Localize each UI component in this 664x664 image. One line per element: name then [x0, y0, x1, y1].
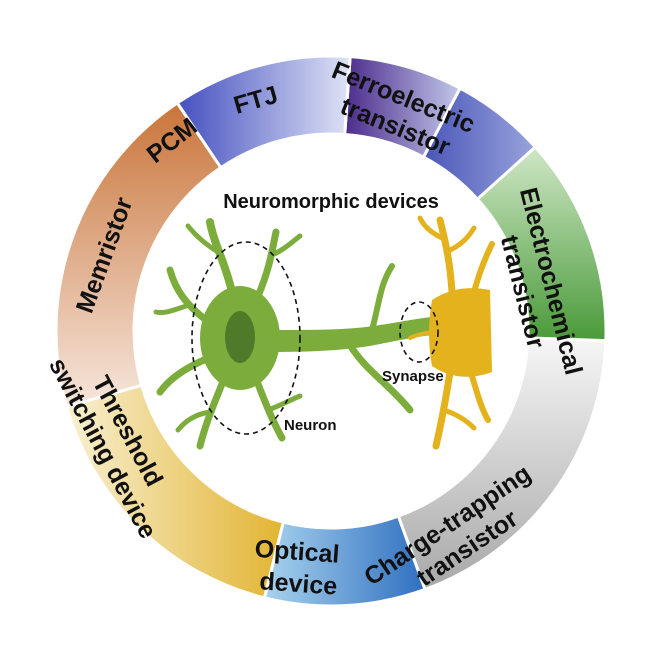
neuron-illustration [153, 218, 442, 450]
axon [268, 316, 442, 352]
axon-branch [369, 263, 395, 333]
dendrite [441, 407, 477, 431]
postsynaptic-body [429, 288, 492, 377]
dendrite [153, 303, 189, 315]
axon-branch [346, 341, 414, 414]
segment-ftj [343, 55, 463, 160]
segment-memristor [475, 144, 608, 343]
label-optical-device: Optical device [252, 535, 348, 601]
segment-ferroelectric-transistor [175, 54, 352, 170]
dendrite [254, 228, 280, 300]
postsynaptic-dendrites [408, 215, 495, 450]
segment-threshold-switching-device [396, 336, 608, 592]
dendrite [185, 223, 221, 255]
dendrite [156, 356, 208, 396]
dendrite [265, 393, 303, 413]
center-title: Neuromorphic devices [223, 191, 439, 213]
dendrite [206, 218, 236, 296]
segment-optical-device [262, 514, 427, 608]
device-ring [54, 54, 608, 608]
neuron-label: Neuron [284, 417, 337, 434]
segment-charge-trapping-transistor [64, 383, 286, 600]
label-line: device [259, 567, 339, 600]
label-line: Optical [254, 535, 340, 569]
neuron-nucleus [225, 311, 255, 363]
dendrite [469, 373, 491, 423]
segment-electrochemical-transistor [54, 100, 223, 409]
dendrites [153, 218, 303, 450]
dendrite [417, 215, 445, 241]
dendrite [443, 225, 477, 255]
neuron-highlight [191, 241, 301, 435]
dendrite [166, 266, 210, 324]
dendrite [408, 330, 434, 340]
dendrite [175, 409, 213, 433]
synapse-label: Synapse [382, 368, 444, 385]
dendrite [471, 241, 495, 295]
dendrite [436, 216, 456, 296]
postsynaptic-cell [408, 215, 495, 450]
synapse-highlight [399, 301, 439, 363]
